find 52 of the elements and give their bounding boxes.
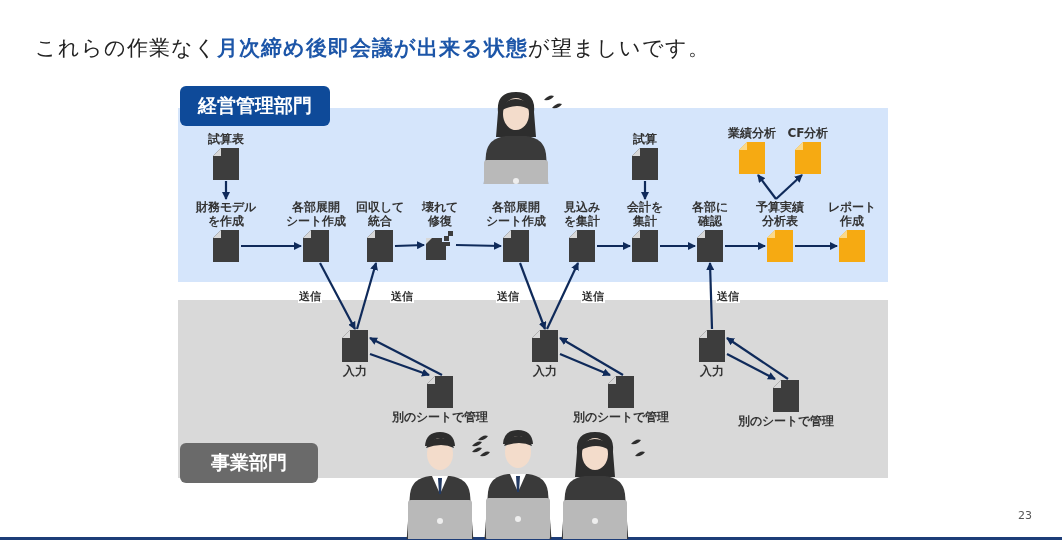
arrow <box>455 241 502 250</box>
department-label: 事業部門 <box>180 443 318 483</box>
document-label: 各部に確認 <box>692 200 728 228</box>
document-label: 別のシートで管理 <box>573 410 669 424</box>
title-text: これらの作業なく月次締め後即会議が出来る状態が望ましいです。 <box>35 35 710 62</box>
document-label: 予算実績分析表 <box>756 200 804 228</box>
arrow <box>559 353 611 376</box>
arrow <box>241 242 302 250</box>
arrow <box>546 262 579 330</box>
edge-label: 送信 <box>390 289 414 303</box>
edge-label: 送信 <box>298 289 322 303</box>
document-label: 財務モデルを作成 <box>196 200 256 228</box>
document-label: 別のシートで管理 <box>738 414 834 428</box>
document-label: レポート作成 <box>828 200 876 228</box>
edge-label: 送信 <box>496 289 520 303</box>
arrow <box>795 242 838 250</box>
document-label: 各部展開シート作成 <box>286 200 346 228</box>
arrow <box>725 242 766 250</box>
arrow <box>726 337 789 380</box>
document-label: 入力 <box>533 364 557 378</box>
document-label: 入力 <box>700 364 724 378</box>
document-label: 入力 <box>343 364 367 378</box>
document-label: 各部展開シート作成 <box>486 200 546 228</box>
edge-label: 送信 <box>716 289 740 303</box>
document-label: 見込みを集計 <box>564 200 600 228</box>
document-label: 会計を集計 <box>627 200 663 228</box>
arrow <box>775 174 803 200</box>
arrow <box>597 242 631 250</box>
arrow <box>660 242 696 250</box>
document-label: 回収して統合 <box>356 200 404 228</box>
arrow <box>518 262 547 330</box>
arrow <box>369 337 443 376</box>
document-label: 業績分析 <box>728 126 776 140</box>
arrow <box>394 241 425 250</box>
document-label: 試算 <box>633 132 657 146</box>
document-label: 壊れて修復 <box>422 200 458 228</box>
arrow <box>355 262 378 330</box>
department-band <box>178 86 888 282</box>
page-number: 23 <box>1018 509 1032 522</box>
arrow <box>319 262 356 330</box>
arrow <box>706 262 715 330</box>
arrow <box>757 174 777 200</box>
arrow <box>641 181 649 200</box>
document-label: 別のシートで管理 <box>392 410 488 424</box>
document-label: CF分析 <box>787 126 829 140</box>
arrow <box>222 181 230 200</box>
arrow <box>559 337 624 376</box>
department-label: 経営管理部門 <box>180 86 330 126</box>
arrow <box>369 352 430 377</box>
edge-label: 送信 <box>581 289 605 303</box>
arrow <box>726 353 776 380</box>
document-label: 試算表 <box>208 132 244 146</box>
